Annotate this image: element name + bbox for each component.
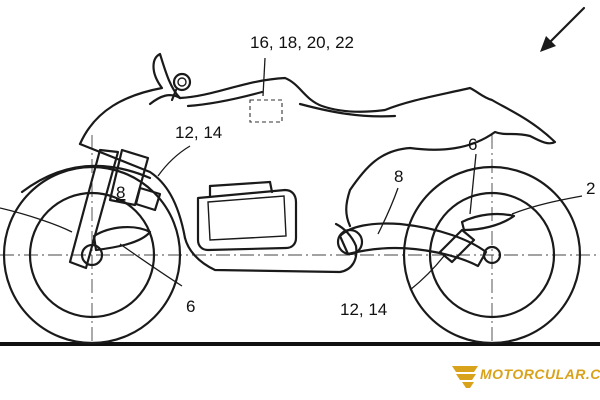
front-fork	[68, 148, 162, 270]
front-fender	[20, 164, 152, 194]
label-12-14-front: 12, 14	[175, 123, 222, 142]
label-12-14-rear: 12, 14	[340, 300, 387, 319]
rear-wheel	[402, 165, 582, 345]
tank-line	[186, 90, 264, 108]
leader-lines	[0, 57, 583, 291]
front-wheel	[2, 165, 182, 345]
label-6-rear: 6	[468, 135, 477, 154]
fairing-outline	[78, 52, 557, 228]
windscreen	[148, 94, 182, 106]
direction-arrow-icon	[540, 6, 586, 52]
watermark-logo: MOTORCULAR.COM	[452, 366, 600, 388]
label-2-rear: 2	[586, 179, 595, 198]
hidden-component-box	[249, 99, 283, 123]
rear-damper	[438, 212, 516, 264]
logo-wings-icon	[452, 366, 478, 388]
fairing-lower	[78, 142, 187, 240]
front-swing-arm	[92, 226, 152, 252]
label-16-18-20-22: 16, 18, 20, 22	[250, 33, 354, 52]
label-8-front: 8	[116, 183, 125, 202]
engine-casing	[183, 222, 358, 274]
label-8-rear: 8	[394, 167, 403, 186]
rear-swing-arm	[336, 222, 488, 268]
seat-line	[298, 102, 397, 118]
watermark-text: MOTORCULAR.COM	[480, 366, 600, 382]
battery-block	[196, 180, 298, 252]
label-6-front: 6	[186, 297, 195, 316]
mirror	[170, 72, 192, 102]
